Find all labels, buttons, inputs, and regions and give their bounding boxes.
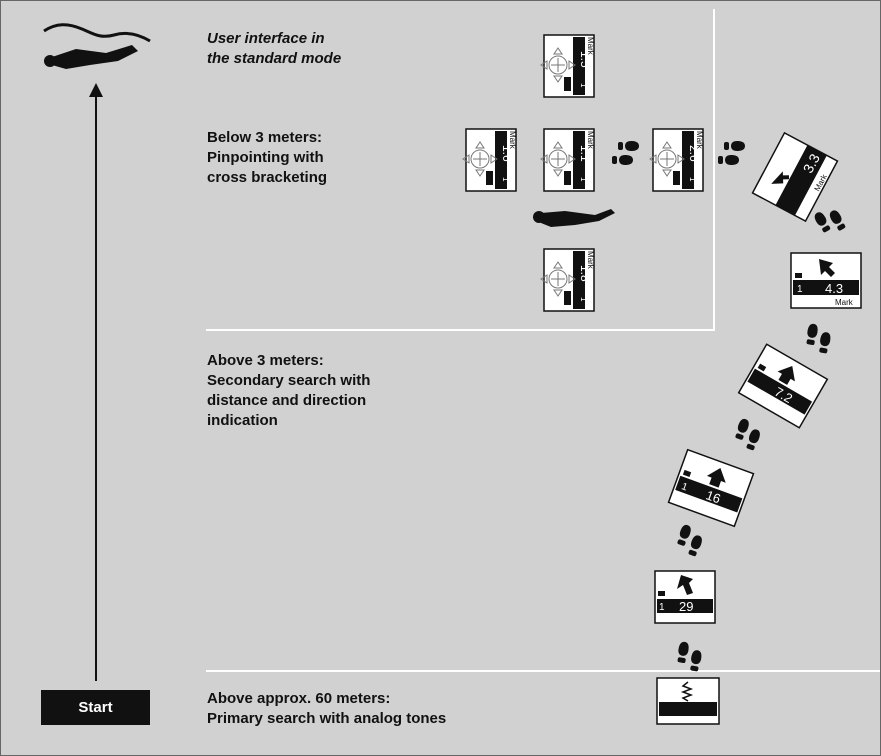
buried-person-icon [533,209,615,227]
label-above-3m: Above 3 meters: Secondary search with di… [207,352,371,429]
svg-text:29: 29 [679,599,693,614]
svg-text:Mark: Mark [695,131,704,150]
svg-text:Mark: Mark [586,131,595,150]
label-above-60m: Above approx. 60 meters: Primary search … [207,690,447,727]
analog-signal-icon [680,681,694,702]
svg-text:1.1: 1.1 [578,145,592,162]
svg-text:1: 1 [659,602,665,613]
divider-lower [206,670,880,672]
svg-text:1: 1 [797,284,803,295]
device-screen-tilted-top: 3.3 Mark [751,131,839,223]
device-screen-primary [656,677,720,725]
svg-text:Mark: Mark [508,131,517,150]
device-screen-secondary-3: 1 16 [667,448,755,528]
direction-arrow-icon [771,171,790,184]
svg-text:1.5: 1.5 [578,51,592,68]
start-button[interactable]: Start [41,690,150,725]
svg-text:1.8: 1.8 [578,265,592,282]
svg-text:1: 1 [579,297,588,302]
footprints-icon [813,203,847,238]
buried-person-icon [43,23,151,69]
svg-text:4.3: 4.3 [825,281,843,296]
divider-upper [206,329,715,331]
svg-text:Mark: Mark [835,298,854,307]
up-arrow-icon [89,83,103,97]
footprints-icon [612,141,639,165]
svg-text:Mark: Mark [586,251,595,270]
footprints-icon [732,417,764,451]
svg-text:16: 16 [704,487,723,506]
label-standard-mode: User interface in the standard mode [207,30,342,67]
svg-text:Mark: Mark [586,37,595,56]
svg-text:2.6: 2.6 [687,145,701,162]
device-screen-secondary-4: 1 29 [654,570,716,624]
svg-text:1: 1 [688,177,697,182]
direction-arrow-icon [777,365,795,385]
direction-arrow-icon [819,259,835,277]
direction-arrow-icon [677,575,693,595]
svg-text:1: 1 [579,83,588,88]
footprints-icon [674,523,706,557]
svg-text:1.6: 1.6 [500,145,514,162]
svg-text:1: 1 [579,177,588,182]
footprints-icon [675,641,703,672]
label-below-3m: Below 3 meters: Pinpointing with cross b… [207,129,328,186]
divider-vertical [713,9,715,331]
svg-text:1: 1 [501,177,510,182]
direction-arrow-icon [706,468,726,488]
device-screen-secondary-1: 1 4.3 Mark [790,252,862,309]
device-screen-secondary-2: 7.2 [737,343,829,429]
svg-text:1: 1 [680,481,689,493]
footprints-icon [804,323,832,354]
footprints-icon [718,141,745,165]
